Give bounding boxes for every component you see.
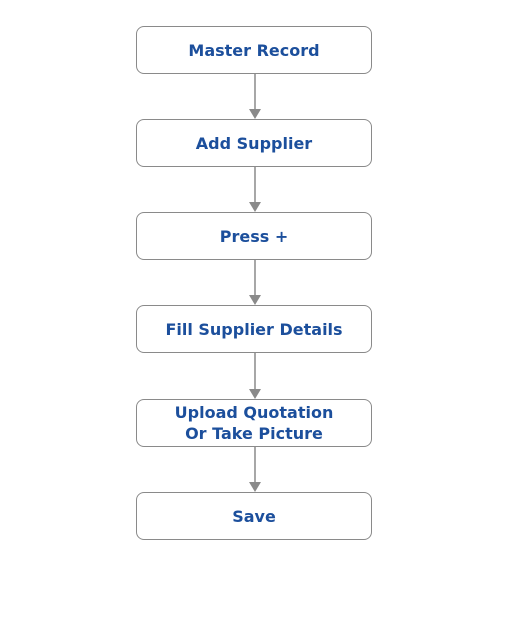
arrow-1 — [249, 74, 261, 119]
step-master-record: Master Record — [136, 26, 372, 74]
arrow-5 — [249, 447, 261, 492]
step-upload-quotation: Upload Quotation Or Take Picture — [136, 399, 372, 447]
step-label: Upload Quotation Or Take Picture — [174, 403, 334, 443]
step-press-plus: Press + — [136, 212, 372, 260]
arrow-2 — [249, 167, 261, 212]
step-label: Fill Supplier Details — [165, 319, 343, 339]
arrow-3 — [249, 260, 261, 305]
step-label: Press + — [219, 226, 289, 246]
arrow-4 — [249, 353, 261, 399]
step-label: Add Supplier — [195, 133, 313, 153]
step-fill-supplier-details: Fill Supplier Details — [136, 305, 372, 353]
step-add-supplier: Add Supplier — [136, 119, 372, 167]
step-label: Master Record — [188, 40, 320, 60]
step-save: Save — [136, 492, 372, 540]
step-label: Save — [232, 506, 276, 526]
